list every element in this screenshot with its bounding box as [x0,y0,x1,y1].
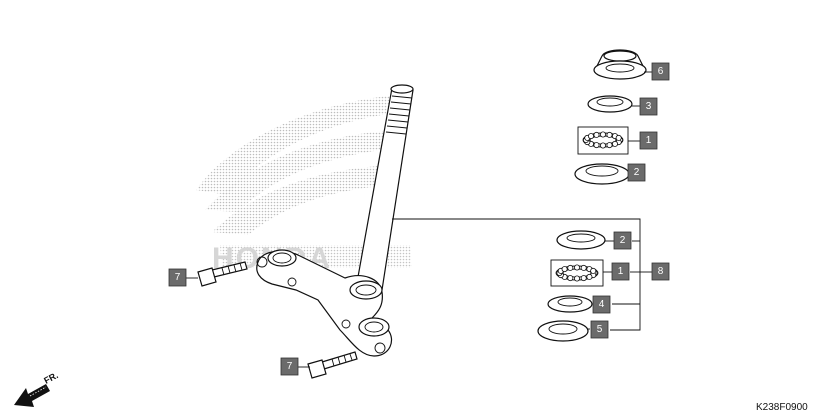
svg-text:1: 1 [618,266,624,277]
front-direction-arrow: FR. [14,370,60,407]
lower-ball-race [550,259,604,287]
callout-5: 5 [590,320,609,339]
lower-bearing-race [556,230,606,250]
callout-7-upper: 7 [168,268,187,287]
bearing-ball [593,142,600,149]
bearing-ball [600,142,607,149]
callout-3: 3 [639,97,658,116]
bearing-ball [593,131,600,138]
callout-2-lower: 2 [613,231,632,250]
svg-text:2: 2 [620,235,626,246]
svg-text:5: 5 [597,324,603,335]
lower-dust-seal [547,295,593,313]
clamp-bolt-upper [197,261,248,287]
clamp-bolt-lower [307,351,358,379]
lower-inner-race [537,320,589,342]
bearing-ball [606,142,613,149]
callout-1-lower: 1 [611,262,630,281]
svg-text:7: 7 [175,272,181,283]
bearing-ball [586,273,593,280]
diagram-code: K238F0900 [756,402,808,413]
svg-text:1: 1 [646,135,652,146]
svg-text:8: 8 [658,266,664,277]
svg-text:2: 2 [634,167,640,178]
upper-ball-race [577,126,629,155]
callout-8: 8 [651,262,670,281]
svg-text:6: 6 [658,66,664,77]
stem-nut [593,49,647,80]
bearing-ball [580,264,587,271]
bearing-ball [574,264,581,271]
svg-text:4: 4 [599,299,605,310]
svg-text:3: 3 [646,101,652,112]
bearing-ball [574,275,581,282]
bearing-ball [606,131,613,138]
bearing-ball [561,266,568,273]
bearing-ball [567,275,574,282]
bearing-ball [600,131,607,138]
bearing-ball [588,133,595,140]
callout-4: 4 [592,295,611,314]
bearing-ball [612,140,619,147]
callout-1-upper: 1 [639,131,658,150]
callout-6: 6 [651,62,670,81]
svg-text:7: 7 [287,361,293,372]
upper-dust-seal [587,95,633,113]
bearing-ball [580,275,587,282]
callout-2-upper: 2 [627,163,646,182]
lower-triple-clamp [256,249,393,357]
bearing-ball [590,267,597,274]
direction-label: FR. [42,370,59,386]
bearing-ball [567,264,574,271]
callout-7-lower: 7 [280,357,299,376]
upper-bearing-race [574,163,630,185]
bearing-ball [615,134,622,141]
leader-lines [186,71,652,368]
